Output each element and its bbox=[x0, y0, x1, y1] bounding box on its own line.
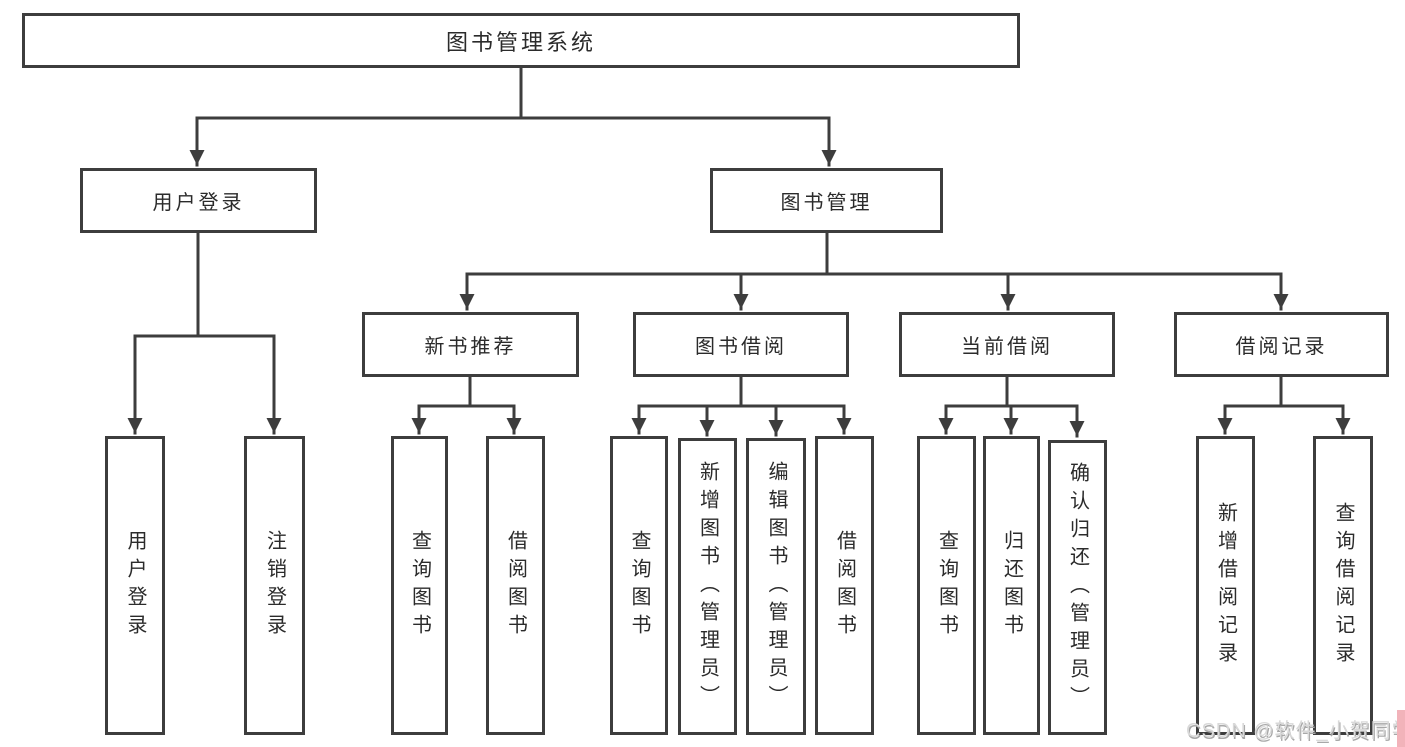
leaf-newrec-query-books: 查询图书 bbox=[391, 436, 448, 735]
leaf-records-query-record-label: 查询借阅记录 bbox=[1332, 501, 1354, 670]
leaf-current-return-books: 归还图书 bbox=[983, 436, 1040, 735]
leaf-user-login: 用户登录 bbox=[105, 436, 165, 735]
leaf-current-query-books-label: 查询图书 bbox=[935, 529, 958, 642]
node-library-system-label: 图书管理系统 bbox=[445, 29, 596, 55]
leaf-logout-login-label: 注销登录 bbox=[263, 529, 286, 642]
node-book-management: 图书管理 bbox=[710, 168, 943, 233]
node-borrowing-records: 借阅记录 bbox=[1174, 312, 1389, 377]
leaf-newrec-borrow-books-label: 借阅图书 bbox=[504, 529, 527, 642]
node-new-book-recommend-label: 新书推荐 bbox=[424, 336, 517, 358]
leaf-current-confirm-return-admin: 确认归还（管理员） bbox=[1048, 440, 1107, 735]
leaf-borrow-query-books: 查询图书 bbox=[610, 436, 668, 735]
leaf-current-return-books-label: 归还图书 bbox=[1000, 529, 1023, 642]
node-book-borrowing-label: 图书借阅 bbox=[695, 336, 787, 358]
leaf-borrow-add-books-admin-label: 新增图书（管理员） bbox=[696, 460, 719, 713]
node-book-management-label: 图书管理 bbox=[780, 192, 873, 214]
leaf-current-query-books: 查询图书 bbox=[917, 436, 976, 735]
csdn-watermark: CSDN @软件_小贺同学 bbox=[1186, 720, 1405, 742]
watermark-accent-strip bbox=[1397, 710, 1405, 747]
leaf-borrow-edit-books-admin-label: 编辑图书（管理员） bbox=[765, 460, 787, 713]
leaf-records-query-record: 查询借阅记录 bbox=[1313, 436, 1373, 735]
leaf-newrec-borrow-books: 借阅图书 bbox=[486, 436, 545, 735]
leaf-newrec-query-books-label: 查询图书 bbox=[408, 529, 431, 642]
leaf-borrow-query-books-label: 查询图书 bbox=[628, 529, 650, 642]
leaf-borrow-add-books-admin: 新增图书（管理员） bbox=[678, 438, 737, 735]
leaf-logout-login: 注销登录 bbox=[244, 436, 305, 735]
node-library-system: 图书管理系统 bbox=[22, 13, 1020, 68]
node-user-login: 用户登录 bbox=[80, 168, 317, 233]
leaf-borrow-borrow-books-label: 借阅图书 bbox=[833, 529, 856, 642]
node-current-borrowing-label: 当前借阅 bbox=[961, 336, 1053, 358]
leaf-records-add-record: 新增借阅记录 bbox=[1196, 436, 1255, 735]
node-current-borrowing: 当前借阅 bbox=[899, 312, 1115, 377]
node-new-book-recommend: 新书推荐 bbox=[362, 312, 579, 377]
leaf-user-login-label: 用户登录 bbox=[124, 529, 146, 642]
leaf-records-add-record-label: 新增借阅记录 bbox=[1214, 501, 1237, 670]
node-book-borrowing: 图书借阅 bbox=[633, 312, 849, 377]
node-borrowing-records-label: 借阅记录 bbox=[1235, 336, 1328, 358]
leaf-borrow-edit-books-admin: 编辑图书（管理员） bbox=[746, 438, 806, 735]
leaf-borrow-borrow-books: 借阅图书 bbox=[815, 436, 874, 735]
leaf-current-confirm-return-admin-label: 确认归还（管理员） bbox=[1066, 461, 1089, 714]
node-user-login-label: 用户登录 bbox=[152, 192, 245, 214]
